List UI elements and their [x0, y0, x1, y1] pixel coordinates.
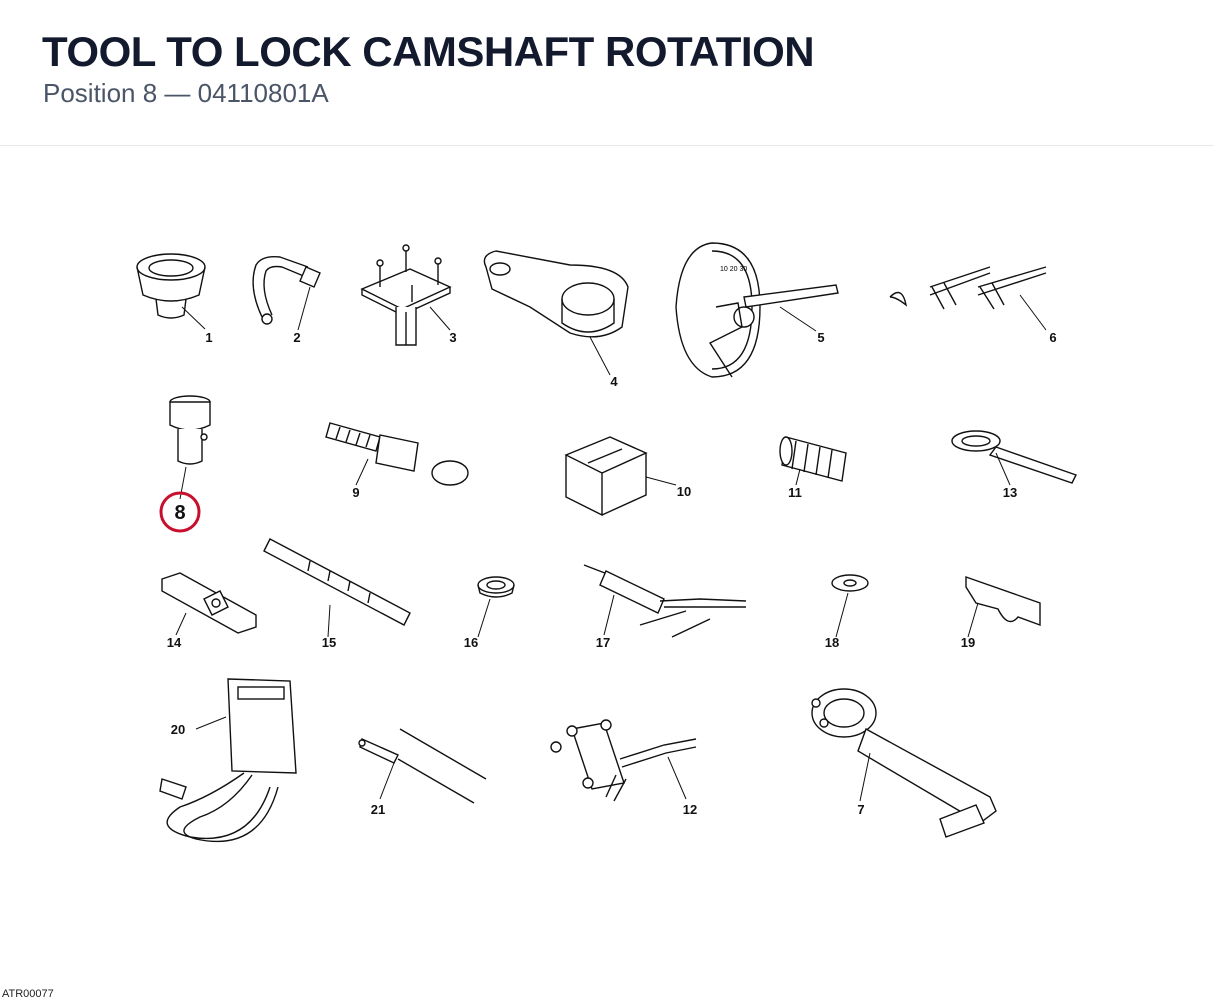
tool-9-rod[interactable] — [325, 422, 469, 486]
tool-8-camshaft-lock[interactable] — [159, 395, 211, 533]
callout-1: 1 — [205, 330, 212, 345]
tool-2-bracket[interactable] — [252, 255, 321, 331]
callout-19: 19 — [961, 635, 975, 650]
tool-17-puller[interactable] — [583, 564, 747, 638]
page-title: TOOL TO LOCK CAMSHAFT ROTATION — [42, 28, 815, 75]
page-subtitle: Position 8 — 04110801A — [43, 78, 329, 108]
tool-21-screwdriver[interactable] — [358, 728, 487, 804]
tool-diagram-sheet: 10 20 30 — [0, 147, 1214, 1003]
callout-3: 3 — [449, 330, 456, 345]
callout-11: 11 — [788, 485, 802, 500]
tool-20-tester[interactable] — [159, 678, 297, 843]
tool-11-cylinder[interactable] — [779, 436, 847, 486]
callout-13: 13 — [1003, 485, 1017, 500]
drawing-code: ATR00077 — [2, 988, 54, 1000]
tool-1-socket[interactable] — [136, 253, 206, 330]
tool-13-spanner[interactable] — [951, 430, 1077, 486]
tool-diagram: 10 20 30 — [136, 242, 1077, 843]
callout-7: 7 — [857, 802, 864, 817]
callout-21: 21 — [371, 802, 385, 817]
callout-16: 16 — [464, 635, 478, 650]
callout-10: 10 — [677, 484, 691, 499]
callout-20: 20 — [171, 722, 185, 737]
tool-6-pins[interactable] — [889, 266, 1047, 331]
callout-14: 14 — [167, 635, 182, 650]
tool-15-drift[interactable] — [263, 538, 411, 638]
tool-14-bracket[interactable] — [161, 572, 257, 636]
tool-5-degree-wheel[interactable]: 10 20 30 — [675, 242, 839, 378]
callout-18: 18 — [825, 635, 839, 650]
position-8-highlight-circle — [159, 491, 201, 533]
tool-7-wrench[interactable] — [811, 688, 997, 838]
callout-17: 17 — [596, 635, 610, 650]
callout-12: 12 — [683, 802, 697, 817]
callout-2: 2 — [293, 330, 300, 345]
callout-9: 9 — [352, 485, 359, 500]
svg-text:10 20 30: 10 20 30 — [720, 266, 747, 273]
tool-3-fixture[interactable] — [360, 244, 452, 346]
header: TOOL TO LOCK CAMSHAFT ROTATION Position … — [0, 0, 1214, 146]
tool-16-nut[interactable] — [477, 576, 515, 638]
callout-15: 15 — [322, 635, 336, 650]
callout-8-highlighted: 8 — [174, 502, 185, 524]
callout-5: 5 — [817, 330, 824, 345]
tool-19-gauge-plate[interactable] — [965, 576, 1041, 638]
tool-12-holder[interactable] — [550, 719, 697, 802]
tool-10-block[interactable] — [564, 436, 677, 517]
tool-4-plate[interactable] — [483, 250, 629, 376]
callout-6: 6 — [1049, 330, 1056, 345]
tool-18-washer[interactable] — [831, 574, 869, 638]
callout-4: 4 — [610, 374, 618, 389]
